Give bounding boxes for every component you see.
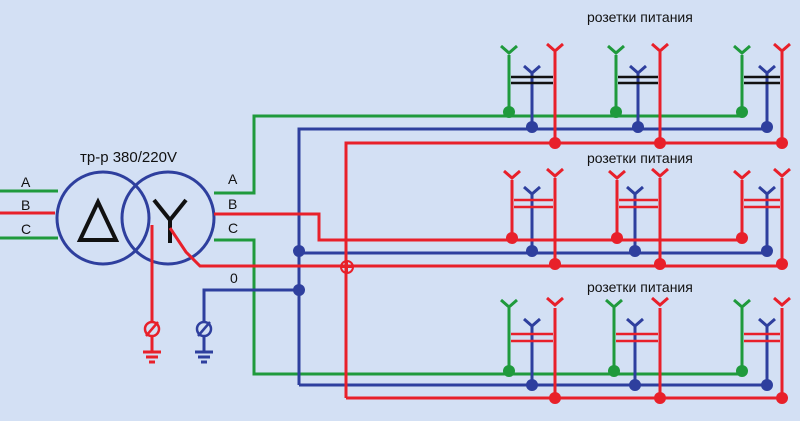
phase-c-bus	[297, 127, 767, 385]
socket-group-label-3: розетки питания	[587, 279, 693, 295]
secondary-label-a: A	[228, 171, 238, 187]
socket-group-label-2: розетки питания	[587, 150, 693, 166]
phase-a-bottom-feed	[214, 238, 742, 376]
primary-label-b: B	[21, 197, 30, 213]
primary-input-lines	[0, 189, 58, 240]
socket-icons-row-1	[500, 42, 791, 85]
secondary-winding-circle	[120, 170, 216, 266]
ground-icon-red	[143, 320, 161, 364]
phase-b-star-feed	[168, 227, 782, 268]
secondary-label-c: C	[228, 220, 238, 236]
socket-icons-row-2	[503, 167, 791, 209]
star-winding-icon	[152, 198, 188, 243]
phase-b-main	[214, 212, 742, 242]
primary-label-a: A	[21, 174, 31, 190]
neutral-line	[202, 288, 299, 338]
phase-a-main	[214, 114, 742, 195]
socket-icons-row-3	[500, 296, 791, 343]
junction-dots	[293, 106, 788, 404]
crossing-marker	[340, 260, 354, 274]
delta-winding-icon	[76, 197, 120, 242]
secondary-label-b: B	[228, 196, 237, 212]
primary-label-c: C	[21, 221, 31, 237]
phase-a-wiring	[214, 55, 744, 376]
transformer-label: тр-р 380/220V	[80, 149, 177, 166]
phase-c-wiring	[202, 72, 769, 387]
ground-icon-blue	[195, 320, 213, 364]
phase-b-wiring	[150, 52, 784, 400]
transformer	[55, 170, 216, 266]
primary-winding-circle	[55, 170, 151, 266]
socket-group-label-1: розетки питания	[587, 9, 693, 25]
phase-b-bus	[344, 141, 782, 398]
neutral-label: 0	[230, 270, 238, 286]
